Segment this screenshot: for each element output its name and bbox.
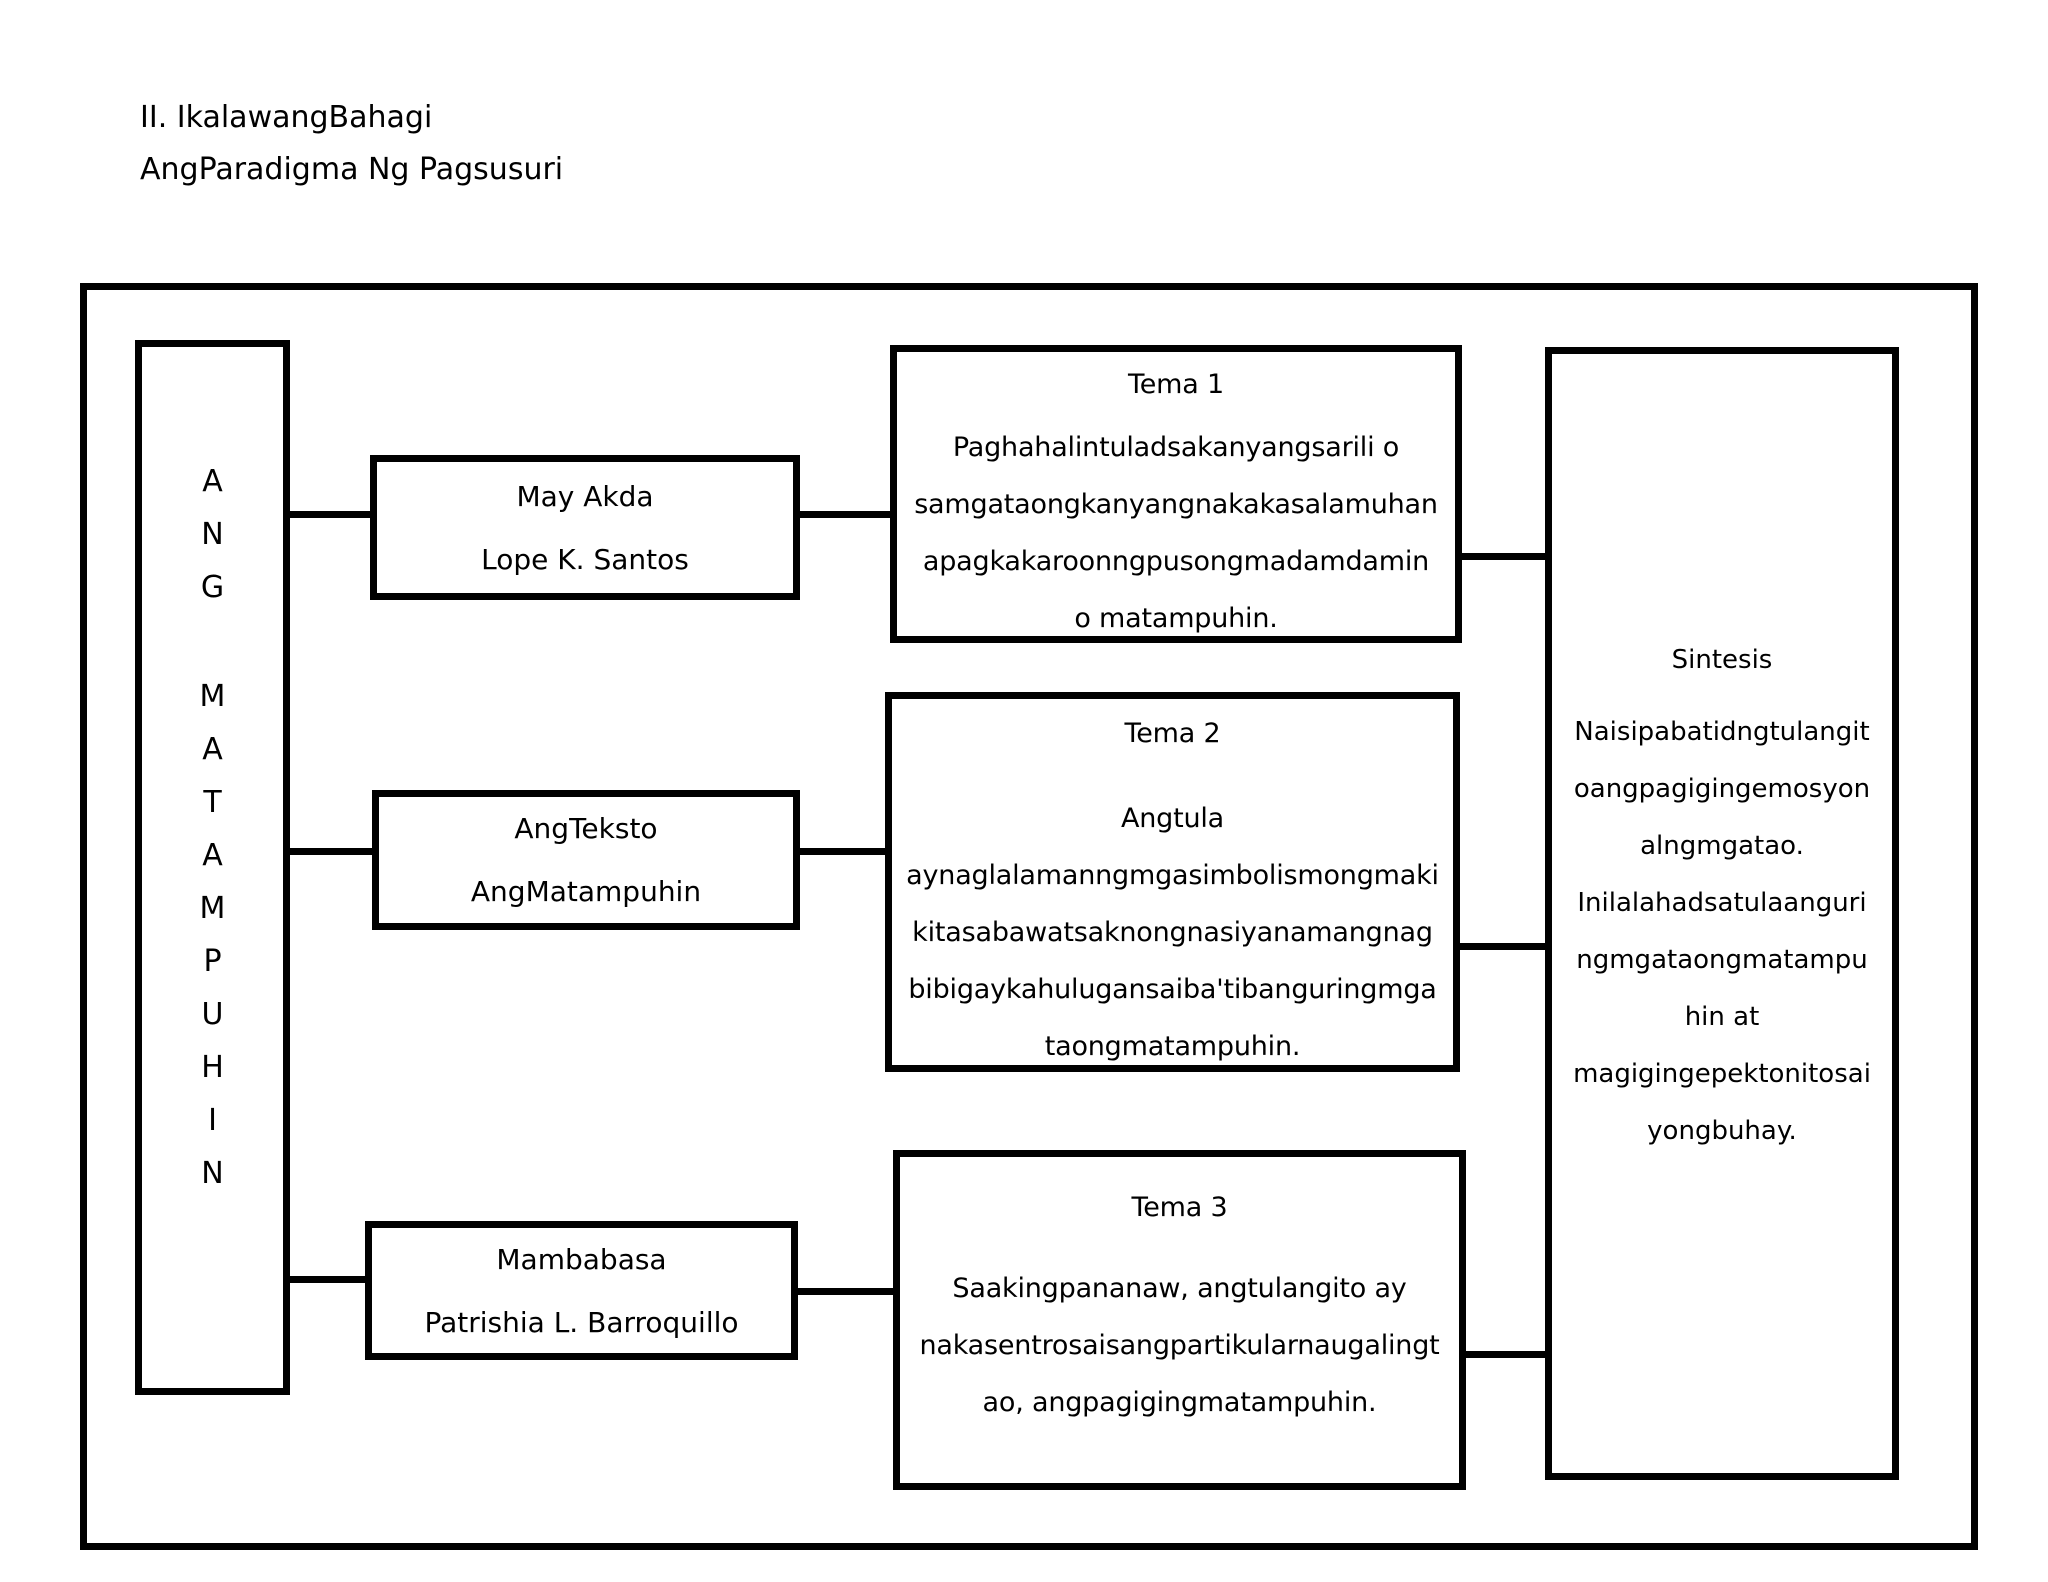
sintesis-body: Naisipabatidngtulangit oangpagigingemosy…	[1573, 717, 1871, 1146]
tema2-box: Tema 2 Angtula aynaglalamanngmgasimbolis…	[885, 692, 1460, 1072]
tema1-body: Paghahalintuladsakanyangsarili o samgata…	[914, 432, 1438, 634]
section-heading: II. IkalawangBahagi	[140, 100, 433, 135]
connector-tema3-sintesis	[1466, 1351, 1545, 1358]
text-box-title: AngTeksto	[514, 812, 658, 845]
author-box-value: Lope K. Santos	[481, 542, 689, 576]
paradigm-heading: AngParadigma Ng Pagsusuri	[140, 152, 564, 187]
text-box-value: AngMatampuhin	[470, 875, 702, 908]
tema3-body: Saakingpananaw, angtulangito ay nakasent…	[919, 1273, 1440, 1418]
connector-text-tema2	[800, 848, 885, 855]
tema3-title: Tema 3	[1131, 1192, 1228, 1223]
vertical-letters-top: A N G	[200, 464, 225, 605]
author-box-title: May Akda	[516, 479, 654, 513]
connector-leftbox-text	[290, 848, 372, 855]
sintesis-box: Sintesis Naisipabatidngtulangit oangpagi…	[1545, 347, 1899, 1480]
tema2-title: Tema 2	[1124, 718, 1221, 749]
vertical-label-box: A N G M A T A M P U H I N	[135, 340, 290, 1395]
connector-reader-tema3	[798, 1288, 893, 1295]
connector-tema2-sintesis	[1460, 943, 1545, 950]
sintesis-title: Sintesis	[1671, 645, 1773, 675]
author-box: May Akda Lope K. Santos	[370, 455, 800, 600]
text-box: AngTeksto AngMatampuhin	[372, 790, 800, 930]
tema3-box: Tema 3 Saakingpananaw, angtulangito ay n…	[893, 1150, 1466, 1490]
reader-box-value: Patrishia L. Barroquillo	[424, 1305, 739, 1339]
tema1-box: Tema 1 Paghahalintuladsakanyangsarili o …	[890, 345, 1462, 643]
connector-author-tema1	[800, 511, 890, 518]
connector-leftbox-reader	[290, 1276, 365, 1283]
reader-box-title: Mambabasa	[496, 1242, 667, 1276]
tema1-title: Tema 1	[1128, 369, 1224, 400]
tema2-body: Angtula aynaglalamanngmgasimbolismongmak…	[906, 803, 1439, 1062]
connector-leftbox-author	[290, 511, 370, 518]
connector-tema1-sintesis	[1462, 553, 1545, 560]
reader-box: Mambabasa Patrishia L. Barroquillo	[365, 1221, 798, 1360]
vertical-letters-bottom: M A T A M P U H I N	[199, 679, 226, 1191]
